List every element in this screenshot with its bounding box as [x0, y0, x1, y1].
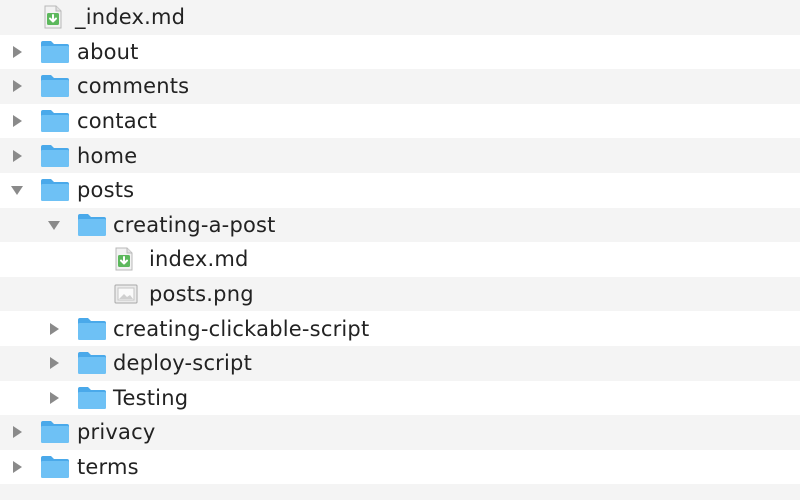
tree-item-testing[interactable]: Testing	[0, 381, 800, 416]
tree-item-label: deploy-script	[113, 351, 253, 376]
folder-icon	[77, 386, 107, 410]
tree-item-label: terms	[77, 455, 139, 480]
tree-item-index-md-root[interactable]: _index.md	[0, 0, 800, 35]
disclosure-collapsed-icon[interactable]	[46, 390, 62, 406]
disclosure-collapsed-icon[interactable]	[9, 113, 25, 129]
markdown-file-icon	[43, 5, 63, 29]
tree-item-deploy-script[interactable]: deploy-script	[0, 345, 800, 381]
disclosure-collapsed-icon[interactable]	[9, 78, 25, 94]
tree-item-terms[interactable]: terms	[0, 450, 800, 485]
folder-icon	[40, 109, 70, 133]
empty-row	[0, 484, 800, 500]
disclosure-collapsed-icon[interactable]	[9, 424, 25, 440]
folder-icon	[40, 40, 70, 64]
tree-item-label: _index.md	[75, 5, 186, 30]
disclosure-collapsed-icon[interactable]	[9, 148, 25, 164]
folder-icon	[40, 74, 70, 98]
folder-icon	[77, 317, 107, 341]
disclosure-collapsed-icon[interactable]	[9, 44, 25, 60]
folder-icon	[40, 455, 70, 479]
tree-item-label: creating-a-post	[113, 212, 276, 237]
tree-item-label: Testing	[113, 385, 189, 410]
tree-item-index-md[interactable]: index.md	[0, 242, 800, 277]
tree-item-contact[interactable]: contact	[0, 104, 800, 139]
tree-item-label: about	[77, 39, 139, 64]
folder-icon	[77, 351, 107, 375]
tree-item-label: posts	[77, 178, 135, 203]
tree-item-label: comments	[77, 74, 190, 99]
tree-item-home[interactable]: home	[0, 138, 800, 173]
tree-item-privacy[interactable]: privacy	[0, 415, 800, 450]
tree-item-label: index.md	[149, 247, 249, 272]
disclosure-collapsed-icon[interactable]	[46, 355, 62, 371]
tree-item-label: contact	[77, 109, 157, 134]
disclosure-expanded-icon[interactable]	[46, 217, 62, 233]
image-file-icon	[114, 284, 138, 304]
folder-icon	[40, 144, 70, 168]
tree-item-creating-clickable-script[interactable]: creating-clickable-script	[0, 311, 800, 346]
tree-item-comments[interactable]: comments	[0, 69, 800, 104]
disclosure-expanded-icon[interactable]	[9, 182, 25, 198]
disclosure-collapsed-icon[interactable]	[46, 321, 62, 337]
tree-item-label: home	[77, 143, 138, 168]
tree-item-creating-a-post[interactable]: creating-a-post	[0, 207, 800, 243]
tree-item-label: posts.png	[149, 282, 254, 307]
tree-item-posts[interactable]: posts	[0, 173, 800, 208]
tree-item-about[interactable]: about	[0, 35, 800, 70]
folder-icon	[40, 420, 70, 444]
folder-icon	[77, 213, 107, 237]
tree-item-posts-png[interactable]: posts.png	[0, 276, 800, 312]
disclosure-collapsed-icon[interactable]	[9, 459, 25, 475]
folder-icon	[40, 178, 70, 202]
markdown-file-icon	[114, 247, 134, 271]
tree-item-label: creating-clickable-script	[113, 316, 370, 341]
tree-item-label: privacy	[77, 420, 156, 445]
